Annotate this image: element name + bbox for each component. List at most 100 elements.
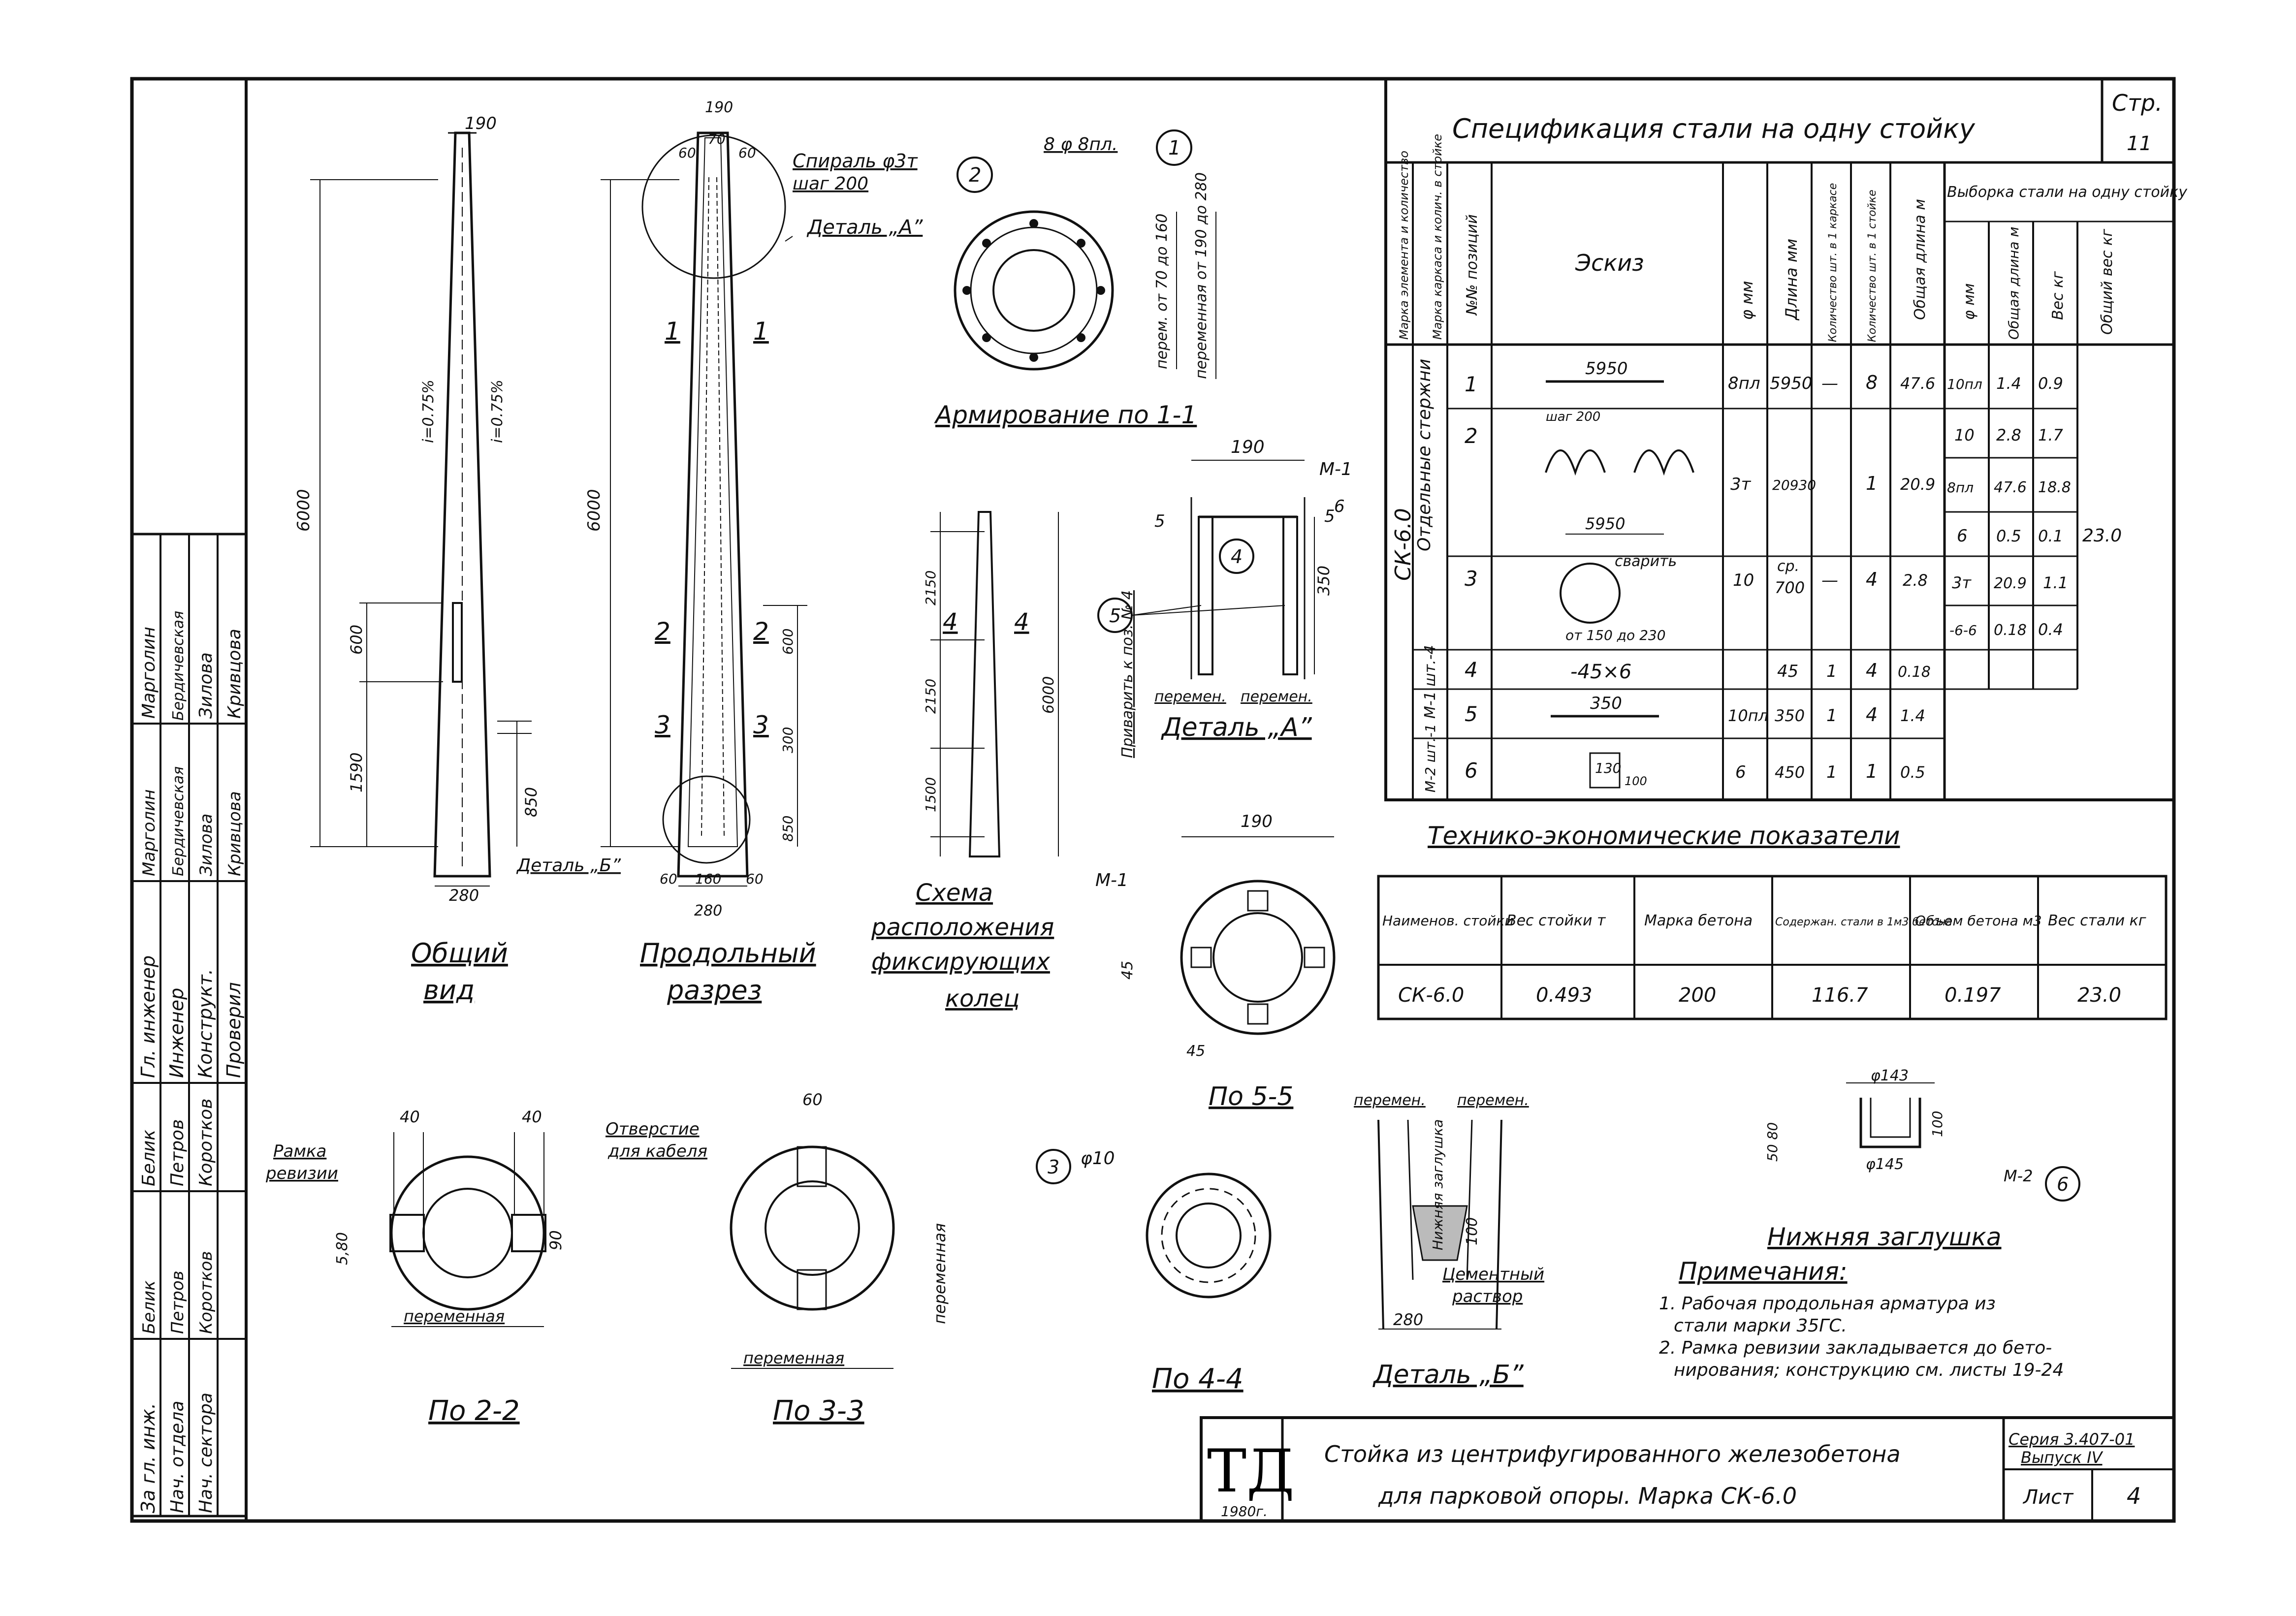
tei-v5: 0.197 xyxy=(1945,984,2001,1007)
rings-scheme: 2150 2150 1500 6000 4 4 Схема расположен… xyxy=(871,511,1059,1013)
r4-len: 45 xyxy=(1777,662,1798,681)
spec-row: 4 -45×6 45 1 4 0.18 xyxy=(1465,658,1931,683)
spec-row: 5 350 10пл 350 1 4 1.4 xyxy=(1465,694,1925,726)
r6-pos: 6 xyxy=(1465,759,1478,783)
s22-var: переменная xyxy=(404,1307,505,1326)
spec-table: Спецификация стали на одну стойку Стр. 1… xyxy=(1384,77,2188,801)
db-plug: Нижняя заглушка xyxy=(1430,1119,1446,1250)
tb-sheet-label: Лист xyxy=(2022,1486,2074,1509)
section-2-2: 40 40 Рамка ревизии 5,80 90 переменная П… xyxy=(265,1108,565,1427)
gen-slope-1: i=0.75% xyxy=(420,380,437,443)
db-var-l: перемен. xyxy=(1354,1092,1426,1109)
tb-issue: Выпуск IV xyxy=(2021,1448,2104,1467)
h-s-w: Вес кг xyxy=(2049,271,2067,320)
r3-len-b: 700 xyxy=(1775,578,1805,597)
r5-d: 10пл xyxy=(1728,706,1768,725)
long-60b-r: 60 xyxy=(746,871,764,887)
r2-step: шаг 200 xyxy=(1546,410,1600,424)
h-mark: Марка элемента и количество xyxy=(1397,151,1411,340)
r2-k2: 1 xyxy=(1866,473,1878,494)
long-300: 300 xyxy=(780,727,796,753)
r1-sketch: 5950 xyxy=(1585,359,1628,379)
r5-k2: 4 xyxy=(1866,704,1878,726)
s22-frame-1: Рамка xyxy=(273,1141,326,1161)
ring-2150-b: 2150 xyxy=(923,679,939,714)
outer-var: переменная от 190 до 280 xyxy=(1193,172,1210,379)
tb-line2: для парковой опоры. Марка СК-6.0 xyxy=(1378,1483,1797,1509)
h-s-tw: Общий вес кг xyxy=(2099,229,2116,335)
r3-weld: сварить xyxy=(1615,553,1677,570)
r3-len-a: ср. xyxy=(1777,558,1799,575)
gen-1590: 1590 xyxy=(347,753,366,792)
s2-w: 1.7 xyxy=(2038,426,2064,444)
h-tot: Общая длина м xyxy=(1912,199,1929,320)
s33-var: переменная xyxy=(743,1349,844,1367)
s22-title: По 2-2 xyxy=(428,1395,520,1427)
s55-title: По 5-5 xyxy=(1209,1082,1293,1111)
detail-b-title: Деталь „Б” xyxy=(1372,1360,1524,1390)
r6-sketch-a: 130 xyxy=(1595,760,1621,776)
long-height: 6000 xyxy=(584,489,604,532)
s22-40-r: 40 xyxy=(522,1108,542,1126)
long-850: 850 xyxy=(780,816,796,842)
s55-190: 190 xyxy=(1241,812,1273,831)
spiral-label: Спираль φ3т xyxy=(793,150,918,172)
tei-h3: Марка бетона xyxy=(1644,912,1753,929)
tei-h2: Вес стойки т xyxy=(1506,912,1606,929)
sig-1: Марголин xyxy=(139,790,159,876)
role-4: Проверил xyxy=(223,982,245,1078)
h-s-d: φ мм xyxy=(1961,283,1978,320)
gen-height: 6000 xyxy=(294,489,314,532)
note-1: 1. Рабочая продольная арматура из xyxy=(1659,1294,1996,1314)
s2-d: 10 xyxy=(1954,426,1975,444)
s55-m1: М-1 xyxy=(1095,870,1128,890)
name2-2: Петров xyxy=(167,1119,188,1186)
rings-title-2: расположения xyxy=(871,914,1054,941)
s5-w: 1.1 xyxy=(2043,573,2068,592)
role-3: Конструкт. xyxy=(194,969,216,1078)
da-6: 6 xyxy=(1334,497,1345,516)
notes-title: Примечания: xyxy=(1679,1257,1848,1286)
rings-title-3: фиксирующих xyxy=(871,948,1051,976)
note-4: нирования; конструкцию см. листы 19-24 xyxy=(1674,1360,2064,1380)
s22-90: 90 xyxy=(546,1230,565,1250)
tei-v6: 23.0 xyxy=(2077,984,2121,1007)
sig2-1: Белик xyxy=(139,1280,159,1334)
s55-45a: 45 xyxy=(1119,961,1136,980)
ring-1500: 1500 xyxy=(923,777,939,812)
long-base: 280 xyxy=(694,902,722,919)
tei-v2: 0.493 xyxy=(1536,984,1593,1007)
section-5-5: 190 М-1 45 45 По 5-5 xyxy=(1095,812,1336,1111)
detail-a-title: Деталь „А” xyxy=(1161,713,1312,742)
long-cut-1l: 1 xyxy=(665,317,680,346)
db-mortar-1: Цементный xyxy=(1442,1265,1544,1284)
bp-phi145: φ145 xyxy=(1866,1156,1904,1173)
role2-2: Нач. отдела xyxy=(167,1401,188,1513)
stamp-org: ТД xyxy=(1207,1437,1295,1506)
role-2: Инженер xyxy=(166,988,188,1078)
sig2-3: Коротков xyxy=(196,1251,216,1334)
s3-d: 8пл xyxy=(1947,479,1974,496)
h-d: φ мм xyxy=(1738,281,1756,320)
s3-len: 47.6 xyxy=(1994,479,2027,496)
gen-title-2: вид xyxy=(423,975,475,1006)
r6-k1: 1 xyxy=(1826,762,1837,782)
r2-len-sk: 5950 xyxy=(1585,514,1625,533)
rings-title-4: колец xyxy=(945,985,1020,1013)
detail-a: 190 4 5 М-1 5 5 6 350 Приварить к поз. №… xyxy=(1097,437,1352,758)
da-var-r: перемен. xyxy=(1241,688,1312,705)
h-cage: Марка каркаса и колич. в стойке xyxy=(1431,134,1444,340)
s5-len: 20.9 xyxy=(1994,575,2027,592)
s33-title: По 3-3 xyxy=(773,1395,864,1427)
r3-k1: — xyxy=(1821,570,1838,590)
pos6-bubble: 6 xyxy=(2057,1173,2069,1195)
r1-d: 8пл xyxy=(1728,374,1760,393)
rings-title-1: Схема xyxy=(916,879,993,907)
gen-title-1: Общий xyxy=(411,938,508,969)
long-title-2: разрез xyxy=(667,975,762,1006)
da-weld: Приварить к поз. № 4 xyxy=(1119,590,1136,758)
r5-k1: 1 xyxy=(1826,706,1837,726)
s33-hole-2: для кабеля xyxy=(607,1141,707,1161)
db-mortar-2: раствор xyxy=(1452,1287,1523,1306)
